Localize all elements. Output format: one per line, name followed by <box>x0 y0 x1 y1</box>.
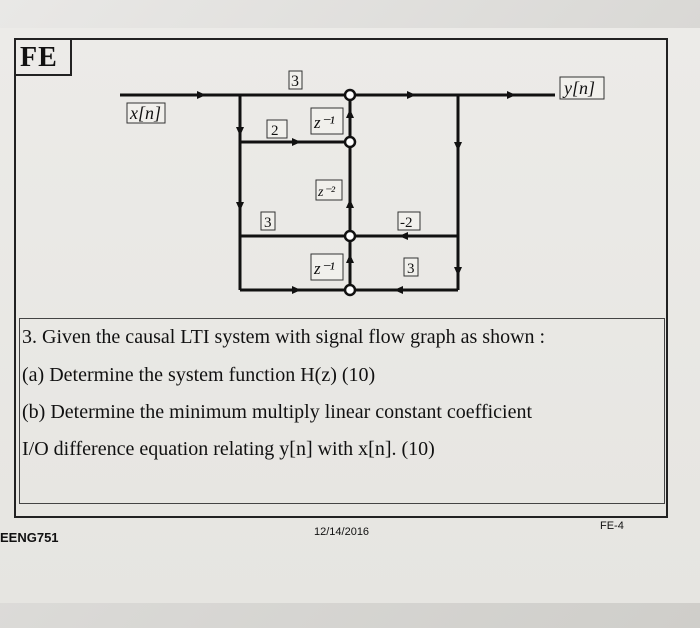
question-line-4: I/O difference equation relating y[n] wi… <box>22 438 435 460</box>
node-top-mid <box>343 88 357 102</box>
output-label: y[n] <box>562 78 595 98</box>
delay-mid: z⁻² <box>317 185 336 200</box>
page-number: FE-4 <box>600 520 624 532</box>
gain-right-neg2: -2 <box>400 215 413 231</box>
node-mid-1 <box>343 135 357 149</box>
node-bottom <box>343 283 357 297</box>
node-mid-2 <box>343 229 357 243</box>
exam-date: 12/14/2016 <box>314 526 370 538</box>
gain-top-3: 3 <box>291 73 299 90</box>
input-label: x[n] <box>129 103 161 123</box>
gain-left-2: 2 <box>271 123 279 139</box>
question-line-2: (a) Determine the system function H(z) (… <box>22 364 376 386</box>
title-rule <box>14 74 70 76</box>
title-rule-vertical <box>70 38 72 76</box>
gain-bottom-3: 3 <box>407 261 415 277</box>
gain-left-3: 3 <box>264 215 272 231</box>
exam-title: FE <box>20 42 58 73</box>
exam-frame <box>14 38 668 518</box>
question-line-1: 3. Given the causal LTI system with sign… <box>22 326 546 348</box>
delay-top: z⁻¹ <box>313 113 335 132</box>
question-box <box>19 318 665 504</box>
course-code: EENG751 <box>0 530 59 545</box>
delay-bottom: z⁻¹ <box>313 259 335 278</box>
question-line-3: (b) Determine the minimum multiply linea… <box>22 401 533 423</box>
